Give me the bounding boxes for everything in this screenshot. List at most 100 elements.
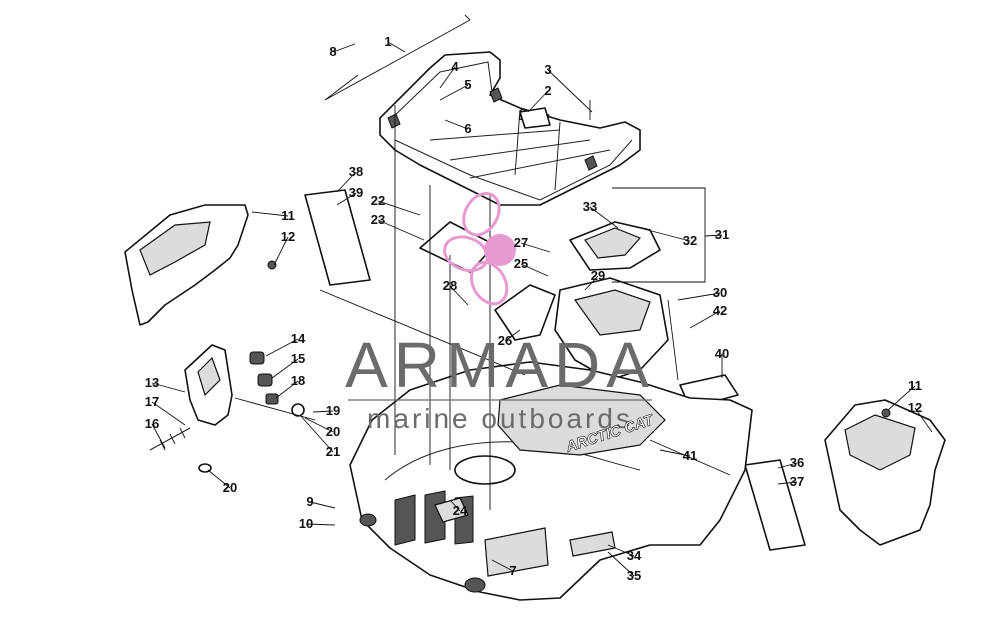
callout-30: 30 [713,285,727,300]
callout-leader [504,329,521,342]
callout-leader [777,462,798,469]
rear-rack [379,51,641,206]
callout-leader [299,414,334,453]
callout-leader [704,234,723,237]
callout-1: 1 [384,34,391,49]
callout-23: 23 [371,212,385,227]
right-side-panel [824,399,946,546]
decal-2 [519,107,551,129]
callout-leader [439,84,469,101]
callout-12: 12 [281,229,295,244]
callout-40: 40 [715,346,729,361]
callout-leader [151,423,166,449]
callout-leader [444,119,469,130]
callout-leader [309,501,336,509]
callout-leader [689,310,721,329]
callout-leader [439,66,456,89]
headlight-assembly [149,344,305,473]
callout-leader [777,481,798,485]
callout-leader [887,385,916,411]
decal-38-39 [304,189,371,286]
callout-leader [584,275,599,291]
callout-11: 11 [281,208,295,223]
watermark-brand: ARMADA [345,329,655,401]
callout-leader [336,192,357,206]
left-side-panel [124,204,277,326]
callout-39: 39 [349,185,363,200]
callout-leader [547,69,593,113]
callout-leader [312,410,334,413]
callout-4: 4 [451,59,459,74]
callout-19: 19 [326,403,340,418]
callout-5: 5 [464,77,471,92]
callout-leader [607,551,635,577]
callout-3: 3 [544,62,551,77]
callout-11: 11 [908,378,922,393]
callout-leader [387,41,406,53]
callout-leader [639,227,691,242]
callout-leader [677,292,721,301]
callout-33: 33 [583,199,597,214]
callout-25: 25 [514,256,528,271]
callout-37: 37 [790,474,804,489]
callout-9: 9 [306,494,313,509]
callout-29: 29 [591,268,605,283]
callout-12: 12 [908,400,922,415]
storage-tray [554,221,669,381]
callout-32: 32 [683,233,697,248]
callout-38: 38 [349,164,363,179]
callout-35: 35 [627,568,641,583]
callout-6: 6 [464,121,471,136]
callout-22: 22 [371,193,385,208]
callout-28: 28 [443,278,457,293]
callout-layer: 1234567891011121314151617181920212223242… [145,34,933,583]
callout-20: 20 [326,424,340,439]
callout-41: 41 [683,448,697,463]
watermark-tagline: marine outboards [367,403,633,434]
callout-leader [271,358,299,379]
callout-17: 17 [145,394,159,409]
callout-7: 7 [509,563,516,578]
callout-leader [265,338,299,357]
callout-leader [332,43,356,53]
callout-leader [914,407,933,433]
watermark: ARMADA marine outboards [345,192,655,434]
callout-leader [377,219,425,241]
callout-leader [520,263,549,277]
callout-34: 34 [627,548,642,563]
callout-leader [377,200,421,216]
callout-leader [491,559,514,572]
callout-16: 16 [145,416,159,431]
callout-20: 20 [223,480,237,495]
callout-leader [273,236,289,266]
callout-31: 31 [715,227,729,242]
callout-14: 14 [291,331,306,346]
callout-leader [449,499,461,512]
callout-18: 18 [291,373,305,388]
callout-36: 36 [790,455,804,470]
callout-26: 26 [498,333,512,348]
callout-leader [275,380,299,399]
callout-leader [589,206,619,229]
callout-leader [336,171,357,193]
callout-leader [527,90,549,113]
callout-15: 15 [291,351,305,366]
callout-8: 8 [329,44,336,59]
callout-27: 27 [514,235,528,250]
bracket-26 [494,284,556,341]
callout-leader [520,242,551,253]
callout-leader [251,211,289,217]
callout-leader [151,382,186,393]
callout-leader [207,469,231,489]
decal-36-37 [744,459,806,551]
callout-leader [449,285,469,306]
propeller-logo-icon [443,192,516,306]
callout-leader [151,401,186,426]
callout-leader [659,449,691,457]
callout-24: 24 [453,503,468,518]
callout-leader [305,523,336,526]
callout-leader [607,544,635,557]
callout-13: 13 [145,375,159,390]
